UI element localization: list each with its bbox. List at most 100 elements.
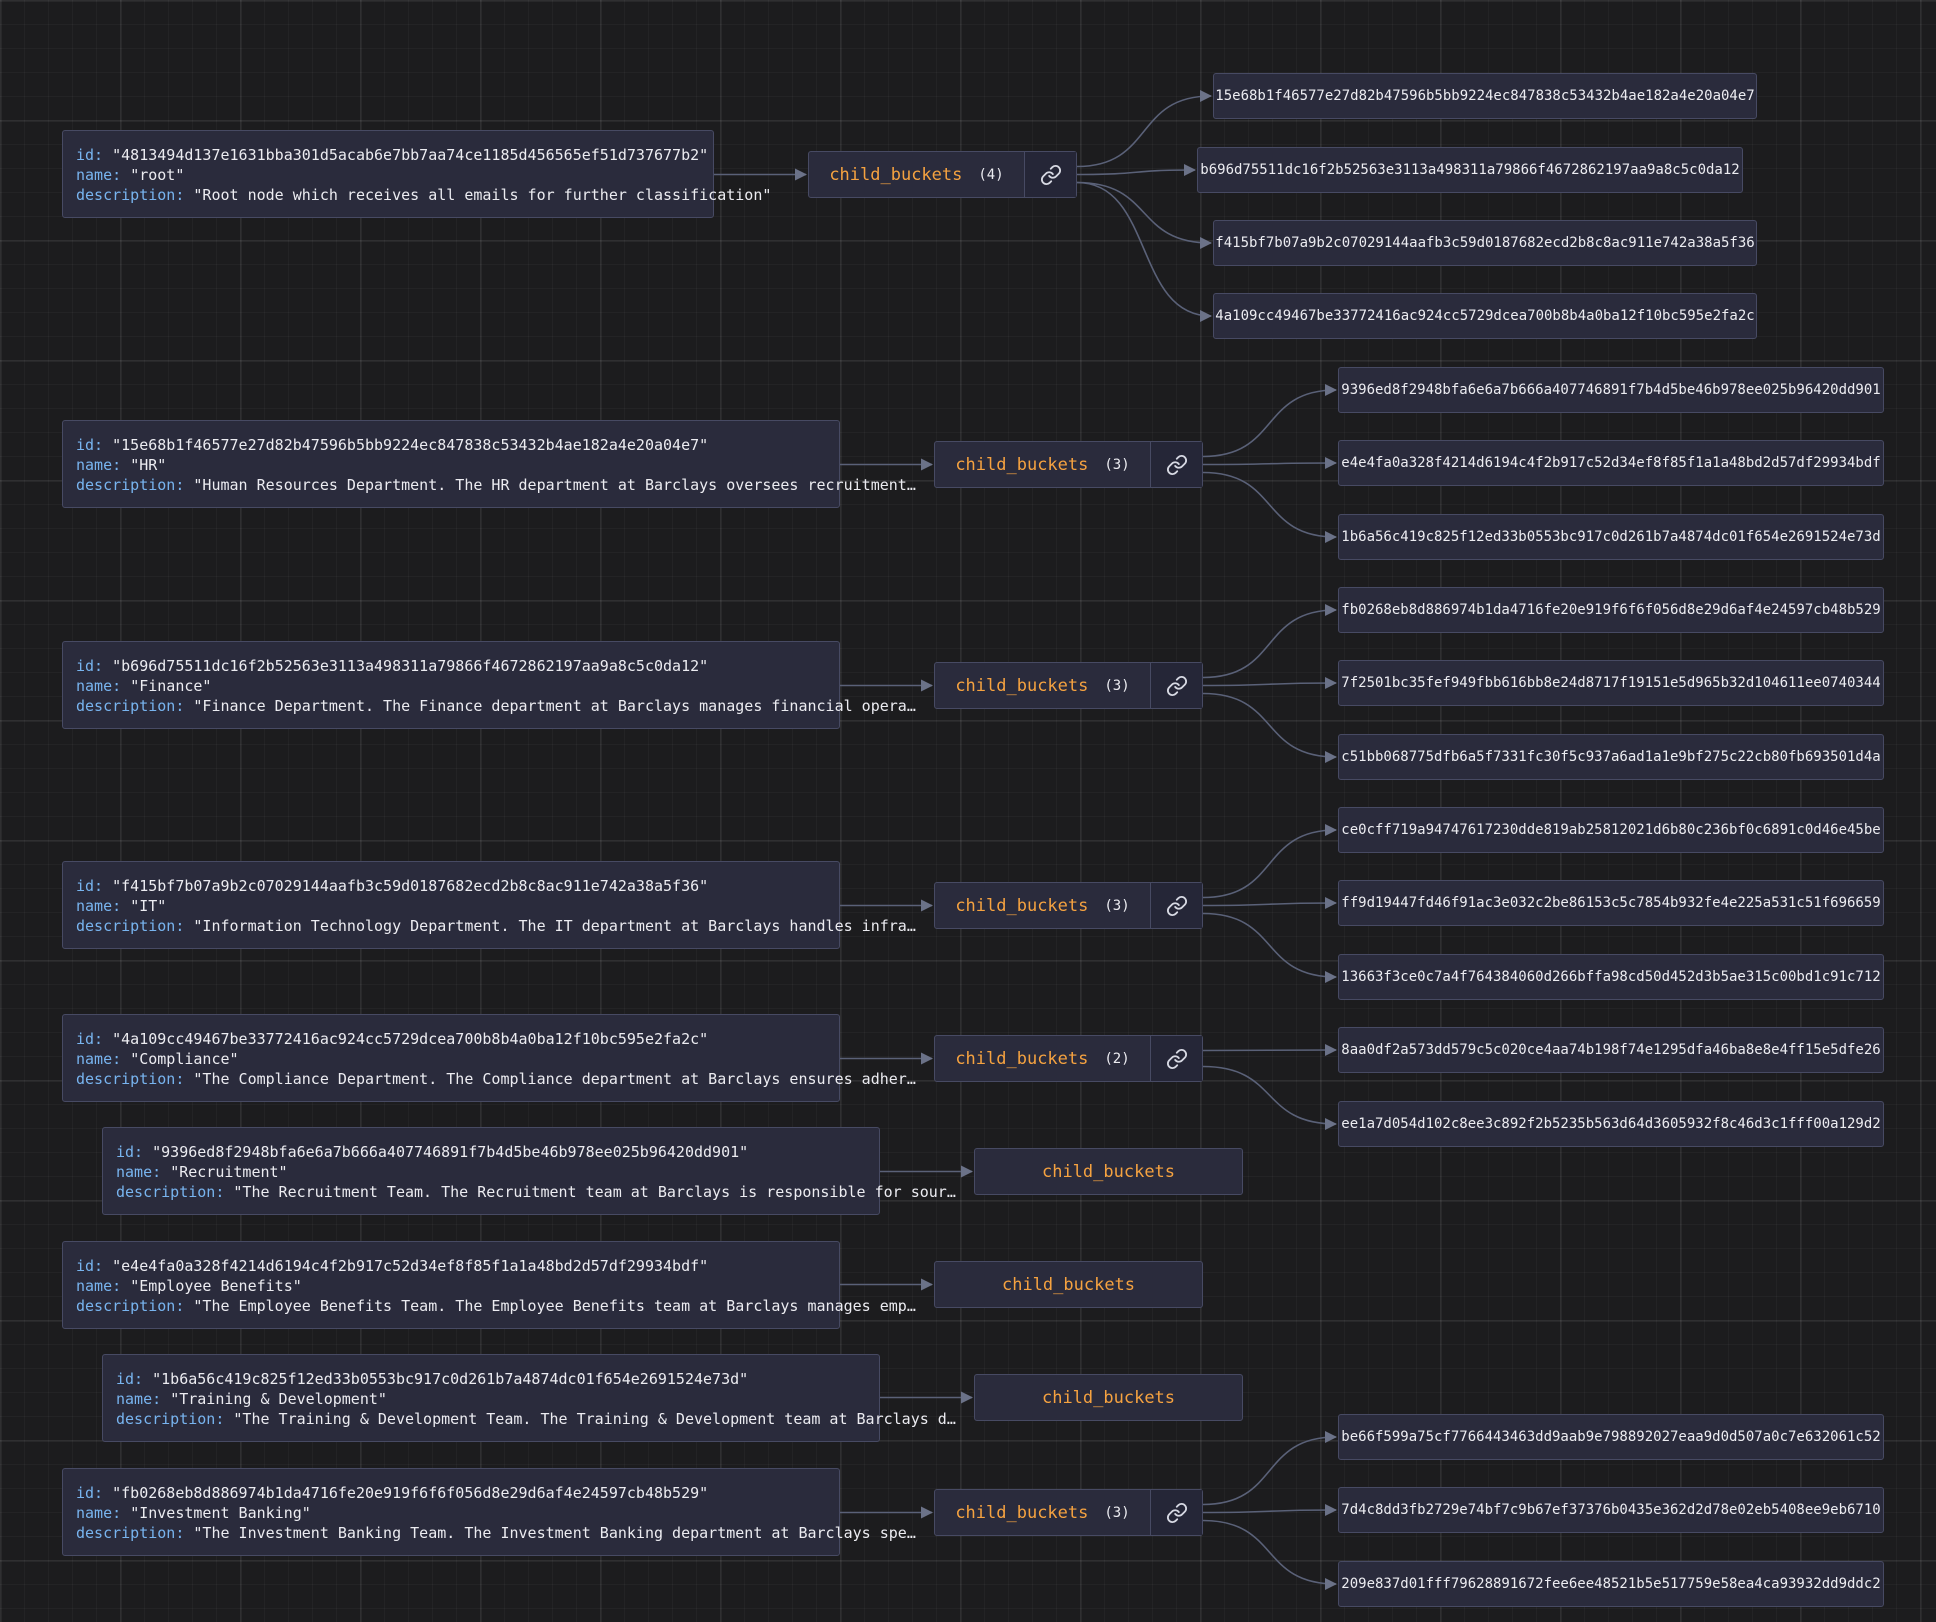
edge-arrowhead <box>1325 1118 1337 1130</box>
field-key: name: <box>76 1050 122 1068</box>
field-description: description: "Root node which receives a… <box>76 185 771 205</box>
child-bucket-id-node[interactable]: ce0cff719a94747617230dde819ab25812021d6b… <box>1338 807 1884 853</box>
child-buckets-label-area: child_buckets <box>975 1149 1242 1194</box>
field-key: name: <box>76 897 122 915</box>
record-node[interactable]: id: "9396ed8f2948bfa6e6a7b666a407746891f… <box>102 1127 956 1215</box>
child-bucket-id-node[interactable]: b696d75511dc16f2b52563e3113a498311a79866… <box>1197 147 1743 193</box>
child-buckets-count: (2) <box>1104 1050 1130 1067</box>
record-node[interactable]: id: "b696d75511dc16f2b52563e3113a498311a… <box>62 641 916 729</box>
edge-arrowhead <box>1325 971 1337 983</box>
link-icon[interactable] <box>1024 152 1076 197</box>
record-node[interactable]: id: "4813494d137e1631bba301d5acab6e7bb7a… <box>62 130 771 218</box>
field-description: description: "Information Technology Dep… <box>76 916 916 936</box>
child-buckets-node[interactable]: child_buckets(2) <box>934 1035 1203 1082</box>
link-icon[interactable] <box>1150 1490 1202 1535</box>
edge <box>1202 462 1337 466</box>
link-icon[interactable] <box>1150 1036 1202 1081</box>
field-value: "The Investment Banking Team. The Invest… <box>193 1524 916 1542</box>
child-bucket-id-node[interactable]: 4a109cc49467be33772416ac924cc5729dcea700… <box>1213 293 1757 339</box>
child-bucket-id-node[interactable]: c51bb068775dfb6a5f7331fc30f5c937a6ad1a1e… <box>1338 734 1884 780</box>
field-description: description: "The Compliance Department.… <box>76 1069 916 1089</box>
child-bucket-id-node[interactable]: 8aa0df2a573dd579c5c020ce4aa74b198f74e129… <box>1338 1027 1884 1073</box>
field-description: description: "The Investment Banking Tea… <box>76 1523 916 1543</box>
child-buckets-count: (3) <box>1104 1504 1130 1521</box>
child-bucket-id-node[interactable]: 15e68b1f46577e27d82b47596b5bb9224ec84783… <box>1213 73 1757 119</box>
child-bucket-id-node[interactable]: 13663f3ce0c7a4f764384060d266bffa98cd50d4… <box>1338 954 1884 1000</box>
field-key: description: <box>76 917 185 935</box>
child-bucket-id-node[interactable]: 209e837d01fff79628891672fee6ee48521b5e51… <box>1338 1561 1884 1607</box>
edge <box>1202 1436 1337 1506</box>
record-node[interactable]: id: "4a109cc49467be33772416ac924cc5729dc… <box>62 1014 916 1102</box>
child-buckets-label: child_buckets <box>955 1502 1089 1523</box>
edge-arrowhead <box>921 1052 933 1065</box>
field-id: id: "f415bf7b07a9b2c07029144aafb3c59d018… <box>76 876 826 896</box>
field-value: "9396ed8f2948bfa6e6a7b666a407746891f7b4d… <box>152 1143 749 1161</box>
child-buckets-node[interactable]: child_buckets <box>974 1148 1243 1195</box>
link-icon[interactable] <box>1150 883 1202 928</box>
edge <box>1202 609 1337 679</box>
edge-arrowhead <box>1325 1578 1337 1590</box>
edge <box>1076 181 1212 317</box>
edge-arrowhead <box>1325 824 1337 836</box>
child-bucket-id-node[interactable]: 7d4c8dd3fb2729e74bf7c9b67ef37376b0435e36… <box>1338 1487 1884 1533</box>
child-bucket-id-node[interactable]: f415bf7b07a9b2c07029144aafb3c59d0187682e… <box>1213 220 1757 266</box>
field-key: id: <box>76 146 104 164</box>
field-description: description: "Human Resources Department… <box>76 475 916 495</box>
child-bucket-id-node[interactable]: ff9d19447fd46f91ac3e032c2be86153c5c7854b… <box>1338 880 1884 926</box>
record-node[interactable]: id: "15e68b1f46577e27d82b47596b5bb9224ec… <box>62 420 916 508</box>
child-bucket-id-node[interactable]: 7f2501bc35fef949fbb616bb8e24d8717f19151e… <box>1338 660 1884 706</box>
edge-arrowhead <box>921 1506 933 1519</box>
child-bucket-id-node[interactable]: ee1a7d054d102c8ee3c892f2b5235b563d64d360… <box>1338 1101 1884 1147</box>
edge-arrowhead <box>1325 531 1337 543</box>
field-value: "f415bf7b07a9b2c07029144aafb3c59d0187682… <box>112 877 709 895</box>
edge-arrowhead <box>1325 897 1337 909</box>
child-bucket-id-node[interactable]: e4e4fa0a328f4214d6194c4f2b917c52d34ef8f8… <box>1338 440 1884 486</box>
child-buckets-label-area: child_buckets(2) <box>935 1036 1150 1081</box>
record-node[interactable]: id: "1b6a56c419c825f12ed33b0553bc917c0d2… <box>102 1354 956 1442</box>
record-node[interactable]: id: "fb0268eb8d886974b1da4716fe20e919f6f… <box>62 1468 916 1556</box>
field-key: id: <box>76 1030 104 1048</box>
field-id: id: "15e68b1f46577e27d82b47596b5bb9224ec… <box>76 435 826 455</box>
child-bucket-id-node[interactable]: 1b6a56c419c825f12ed33b0553bc917c0d261b7a… <box>1338 514 1884 560</box>
child-buckets-node[interactable]: child_buckets <box>974 1374 1243 1421</box>
edge-arrowhead <box>921 679 933 692</box>
edge-arrowhead <box>1325 384 1337 396</box>
child-buckets-label: child_buckets <box>955 454 1089 475</box>
edge-arrowhead <box>921 899 933 912</box>
field-name: name: "root" <box>76 165 700 185</box>
child-buckets-label-area: child_buckets (3) <box>935 1490 1150 1535</box>
field-key: description: <box>76 697 185 715</box>
field-key: id: <box>76 657 104 675</box>
child-buckets-node[interactable]: child_buckets <box>934 1261 1203 1308</box>
link-icon[interactable] <box>1150 442 1202 487</box>
link-icon[interactable] <box>1150 663 1202 708</box>
field-key: name: <box>76 1504 122 1522</box>
child-bucket-id-node[interactable]: be66f599a75cf7766443463dd9aab9e798892027… <box>1338 1414 1884 1460</box>
field-key: name: <box>116 1163 162 1181</box>
child-buckets-count: (4) <box>978 166 1004 183</box>
field-name: name: "Recruitment" <box>116 1162 866 1182</box>
child-buckets-label-area: child_buckets <box>935 1262 1202 1307</box>
child-buckets-node[interactable]: child_buckets (4) <box>808 151 1077 198</box>
field-value: "b696d75511dc16f2b52563e3113a498311a7986… <box>112 657 709 675</box>
field-id: id: "fb0268eb8d886974b1da4716fe20e919f6f… <box>76 1483 826 1503</box>
child-buckets-label-area: child_buckets (4) <box>809 152 1024 197</box>
edge-arrowhead <box>1200 310 1212 322</box>
field-key: description: <box>76 1070 185 1088</box>
child-buckets-node[interactable]: child_buckets(3) <box>934 441 1203 488</box>
edge <box>1202 1509 1337 1514</box>
child-buckets-node[interactable]: child_buckets (3) <box>934 1489 1203 1536</box>
field-value: "Compliance" <box>130 1050 239 1068</box>
edge-arrowhead <box>961 1391 973 1404</box>
child-buckets-node[interactable]: child_buckets(3) <box>934 662 1203 709</box>
record-node[interactable]: id: "e4e4fa0a328f4214d6194c4f2b917c52d34… <box>62 1241 916 1329</box>
edge <box>1202 1519 1337 1585</box>
record-node[interactable]: id: "f415bf7b07a9b2c07029144aafb3c59d018… <box>62 861 916 949</box>
field-value: "The Compliance Department. The Complian… <box>193 1070 916 1088</box>
child-bucket-id-node[interactable]: fb0268eb8d886974b1da4716fe20e919f6f6f056… <box>1338 587 1884 633</box>
child-buckets-label: child_buckets <box>829 164 963 185</box>
child-buckets-node[interactable]: child_buckets(3) <box>934 882 1203 929</box>
field-value: "fb0268eb8d886974b1da4716fe20e919f6f6f05… <box>112 1484 709 1502</box>
field-key: description: <box>76 186 185 204</box>
child-bucket-id-node[interactable]: 9396ed8f2948bfa6e6a7b666a407746891f7b4d5… <box>1338 367 1884 413</box>
